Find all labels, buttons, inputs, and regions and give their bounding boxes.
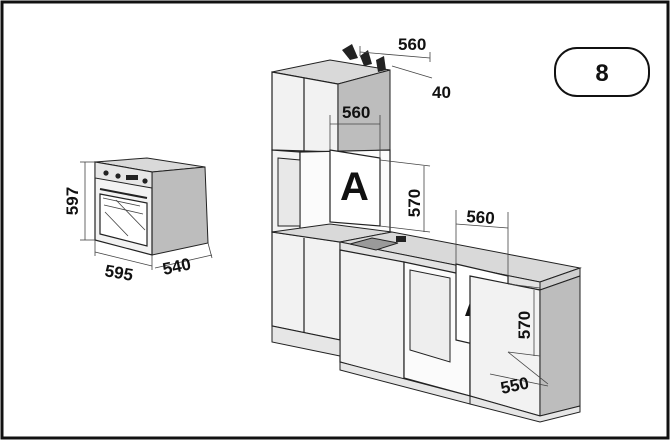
oven-unit: [94, 157, 209, 256]
tall-cabinet: A: [271, 44, 393, 341]
oven-dimensions: 597 595 540: [63, 161, 213, 285]
tall-niche-height-label: 570: [405, 189, 424, 217]
base-niche-width-label: 560: [466, 207, 496, 228]
step-number: 8: [595, 60, 608, 87]
step-badge: 8: [554, 47, 650, 97]
vent-width-label: 560: [398, 35, 426, 54]
oven-width-label: 595: [103, 261, 134, 285]
tall-niche-width-label: 560: [342, 103, 370, 122]
oven-height-label: 597: [63, 187, 82, 215]
base-niche-height-label: 570: [515, 311, 534, 339]
tall-niche-label: A: [340, 165, 369, 209]
vent-gap-label: 40: [432, 83, 451, 102]
oven-depth-label: 540: [161, 254, 193, 278]
